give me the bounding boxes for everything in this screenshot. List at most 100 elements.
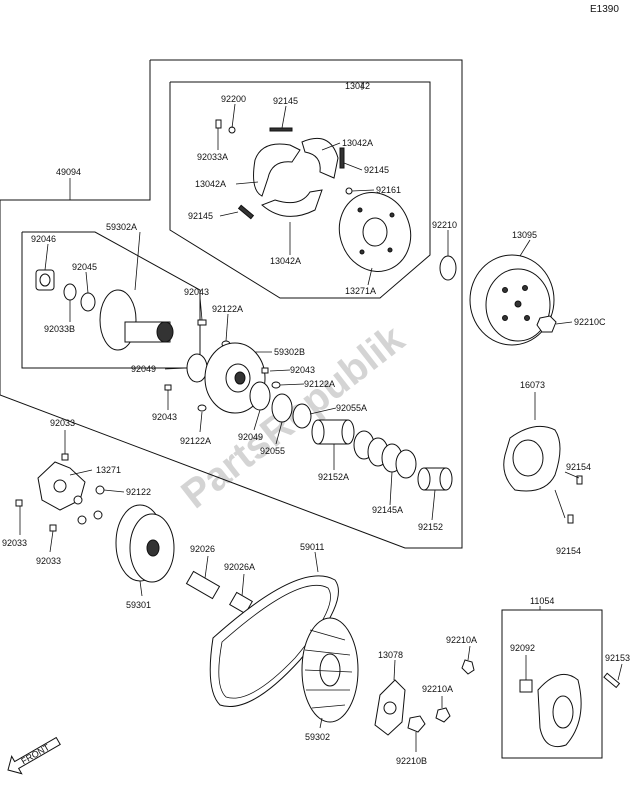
- clutch-shoe-bottom: [261, 189, 323, 217]
- rollers-92122: [73, 485, 105, 525]
- assembly-outline-13042: [169, 81, 431, 299]
- collar-92092: [519, 679, 533, 693]
- label-13042: 13042: [345, 81, 370, 91]
- label-92210: 92210: [432, 220, 457, 230]
- label-13078: 13078: [378, 650, 403, 660]
- assembly-outline-11054: [501, 609, 603, 759]
- label-92055A: 92055A: [336, 403, 367, 413]
- bolt-92153: [603, 672, 621, 689]
- flange-13078: [374, 679, 406, 736]
- label-92122A-a: 92122A: [212, 304, 243, 314]
- nut-92210C: [536, 315, 557, 333]
- seal-92049-b: [249, 381, 271, 411]
- label-92033-left: 92033: [2, 538, 27, 548]
- washer-92161: [345, 187, 353, 195]
- spring-92145A: [353, 430, 417, 479]
- label-92049-b: 92049: [238, 432, 263, 442]
- cover-plate-16073: [503, 425, 561, 492]
- label-92145-top: 92145: [273, 96, 298, 106]
- pin-92043-c: [164, 384, 172, 391]
- nut-92210A-a: [461, 659, 475, 675]
- collar-92026: [185, 570, 221, 600]
- label-92055: 92055: [260, 446, 285, 456]
- label-92122: 92122: [126, 487, 151, 497]
- label-92210B: 92210B: [396, 756, 427, 766]
- label-92026A: 92026A: [224, 562, 255, 572]
- label-92033-bottom: 92033: [36, 556, 61, 566]
- label-11054: 11054: [530, 596, 554, 606]
- label-92152A: 92152A: [318, 472, 349, 482]
- pin-92043-b: [261, 367, 269, 374]
- pulley-59301: [115, 504, 175, 583]
- clip-92033-top: [61, 453, 69, 461]
- label-92145-left: 92145: [188, 211, 213, 221]
- clutch-shoe-top: [301, 138, 339, 179]
- seal-92049-a: [186, 353, 208, 383]
- leader-lines: [19, 82, 623, 752]
- label-92033B: 92033B: [44, 324, 75, 334]
- clutch-shoe-left: [253, 143, 301, 197]
- nut-92210A-b: [435, 707, 451, 723]
- collar-92026A: [229, 591, 253, 615]
- label-92092: 92092: [510, 643, 535, 653]
- nut-92210B: [407, 715, 426, 733]
- clutch-spring-top: [269, 127, 293, 132]
- bolt-92154-b: [567, 514, 574, 524]
- label-13271A: 13271A: [345, 286, 376, 296]
- label-92043-a: 92043: [184, 287, 209, 297]
- label-92043-b: 92043: [290, 365, 315, 375]
- clutch-shoe-assembly: [215, 119, 353, 220]
- diagram-code: E1390: [590, 4, 619, 15]
- drive-plate-13271A: [338, 192, 412, 272]
- clutch-housing-13095: [469, 254, 555, 346]
- label-49094: 49094: [56, 167, 81, 177]
- label-92154-a: 92154: [566, 462, 591, 472]
- pin-92033A: [215, 119, 222, 129]
- label-92154-b: 92154: [556, 546, 581, 556]
- pin-92043-a: [197, 319, 207, 326]
- label-92152: 92152: [418, 522, 443, 532]
- label-92210A-b: 92210A: [422, 684, 453, 694]
- label-92046: 92046: [31, 234, 56, 244]
- oring-92055: [271, 393, 293, 423]
- label-92200: 92200: [221, 94, 246, 104]
- label-13271: 13271: [96, 465, 121, 475]
- clip-92033-bottom: [49, 524, 57, 532]
- label-59302A: 59302A: [106, 222, 137, 232]
- front-arrow: FRONT: [7, 736, 61, 775]
- label-13042A-3: 13042A: [270, 256, 301, 266]
- collar-92152A: [311, 419, 355, 445]
- label-92043-c: 92043: [152, 412, 177, 422]
- label-59301: 59301: [126, 600, 151, 610]
- label-92153: 92153: [605, 653, 630, 663]
- part-labels: 49094 13042 92200 92145 13042A 92033A 92…: [2, 81, 630, 766]
- assembly-outline-49094: [0, 59, 463, 549]
- label-13042A-1: 13042A: [342, 138, 373, 148]
- roller-92122A-b: [271, 381, 281, 389]
- fan-pulley-59302: [301, 617, 359, 723]
- oring-92055A: [292, 403, 312, 429]
- label-92145-right: 92145: [364, 165, 389, 175]
- label-92033-top: 92033: [50, 418, 75, 428]
- label-92026: 92026: [190, 544, 215, 554]
- bolt-92154-a: [576, 475, 583, 485]
- bearing-92046: [35, 269, 55, 291]
- label-59011: 59011: [300, 542, 324, 552]
- cover-11054: [537, 673, 582, 748]
- label-92145A: 92145A: [372, 505, 403, 515]
- bearing-92045: [80, 292, 96, 312]
- clutch-spring-left: [237, 204, 255, 220]
- label-92210C: 92210C: [574, 317, 606, 327]
- circlip-92033B: [63, 283, 77, 301]
- label-13042A-2: 13042A: [195, 179, 226, 189]
- label-92049-a: 92049: [131, 364, 156, 374]
- collar-92152: [417, 467, 453, 491]
- label-13095: 13095: [512, 230, 537, 240]
- assembly-outline-59302A: [21, 231, 201, 369]
- clutch-spring-right: [339, 147, 345, 169]
- label-92210A-a: 92210A: [446, 635, 477, 645]
- label-92033A: 92033A: [197, 152, 228, 162]
- clip-92033-left: [15, 499, 23, 507]
- label-92161: 92161: [376, 185, 401, 195]
